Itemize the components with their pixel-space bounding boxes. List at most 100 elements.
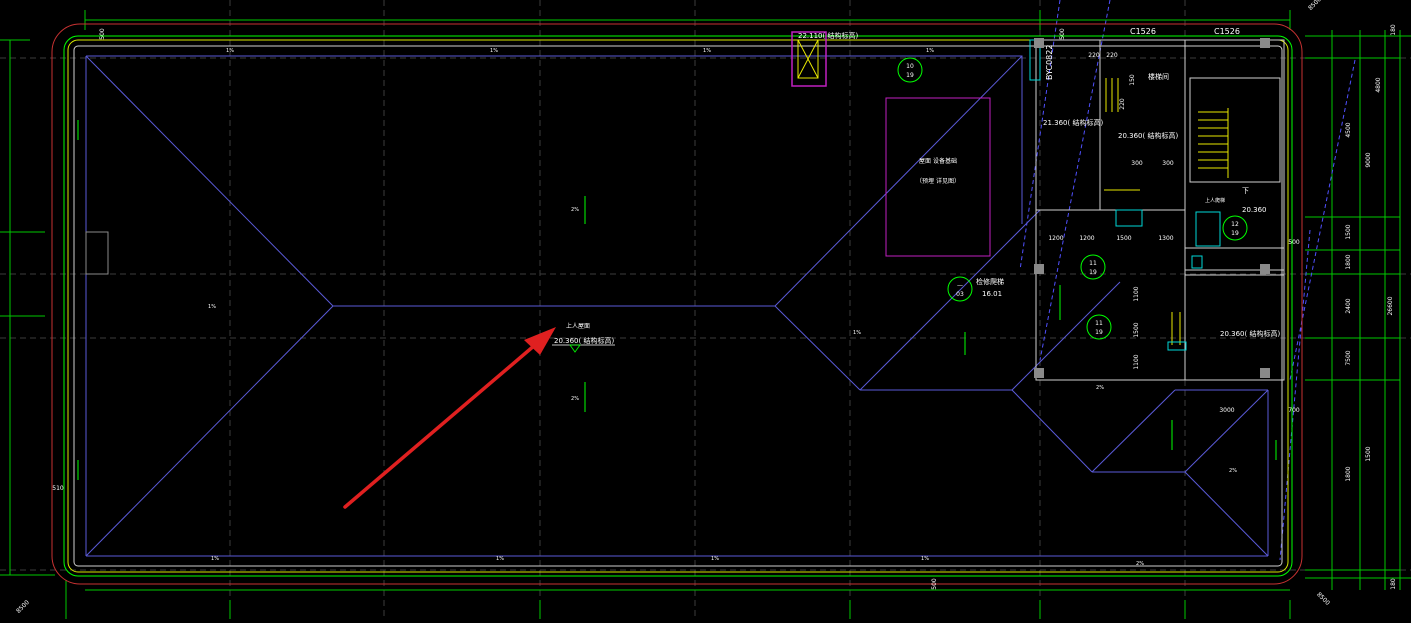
roof-hip-lines (85, 55, 1269, 557)
tag-5-top: — (957, 282, 963, 289)
stairs-down: 下 (1242, 187, 1249, 195)
slope-ticks (77, 120, 1277, 480)
tag-3-bot: 19 (1095, 329, 1103, 336)
stair-note: 楼梯间 (1148, 72, 1169, 81)
dim-i-7: 1100 (1133, 354, 1140, 369)
outer-outline-red (51, 23, 1303, 585)
room1-elev: 21.360( 结构标高) (1043, 118, 1103, 127)
slope-3: 1% (703, 48, 711, 54)
tag-5-bot: 03 (956, 291, 964, 298)
dim-i-12: 700 (1288, 407, 1300, 414)
grid-tags (897, 57, 1248, 340)
window-c1526-b: C1526 (1214, 27, 1240, 36)
slope-8: 2% (571, 396, 579, 402)
room3-elev: 20.360( 结构标高) (1220, 329, 1280, 338)
slope-11: 1% (211, 556, 219, 562)
dim-c-3: 510 (52, 485, 64, 492)
tag-3-top: 11 (1095, 320, 1103, 327)
equip-box-line2: （预埋 详见图） (916, 177, 960, 185)
dim-r-2: 4800 (1375, 77, 1382, 92)
parapet-inner (73, 45, 1283, 567)
dim-i-14: 220 (1119, 98, 1126, 110)
dim-r-5: 1500 (1345, 224, 1352, 239)
slope-7: 2% (571, 207, 579, 213)
slope-15: 2% (1136, 561, 1144, 567)
dim-c-1: 8500 (15, 599, 31, 615)
dim-r-10: 1500 (1365, 446, 1372, 461)
stair-treads (1104, 78, 1229, 345)
door-symbols (1029, 39, 1221, 351)
equipment-base (885, 97, 991, 257)
dim-i-5: 1100 (1133, 286, 1140, 301)
dim-top-1: 500 (99, 28, 106, 40)
slope-10: 2% (1229, 468, 1237, 474)
right-dims: 180 4800 4500 9000 1500 1800 2400 26600 … (1345, 24, 1397, 590)
dim-i-2: 1200 (1079, 235, 1094, 242)
outer-outline-yellow (67, 39, 1289, 573)
dim-r-11: 1800 (1345, 466, 1352, 481)
slope-14: 1% (921, 556, 929, 562)
dim-c-5: 8500 (1307, 0, 1323, 12)
tag-1-bot: 19 (906, 72, 914, 79)
tag-4-top: 12 (1231, 221, 1239, 228)
leader-lines (1019, 0, 1356, 561)
top-dims: 500 220 220 500 (99, 28, 1118, 59)
tag-2-top: 11 (1089, 260, 1097, 267)
main-roof-elev: 20.360( 结构标高) (554, 336, 614, 345)
dim-i-8: 3000 (1219, 407, 1234, 414)
dim-c-2: 500 (931, 578, 938, 590)
roof-note-elev: 16.01 (982, 290, 1002, 298)
dim-r-3: 4500 (1345, 122, 1352, 137)
left-opening (85, 231, 109, 275)
dim-c-4: 8500 (1315, 591, 1331, 607)
slope-1: 1% (226, 48, 234, 54)
dim-r-6: 1800 (1345, 254, 1352, 269)
slope-5: 1% (208, 304, 216, 310)
slope-4: 1% (926, 48, 934, 54)
dim-i-9: 300 (1131, 160, 1143, 167)
red-arrow (343, 327, 556, 509)
stair-core (1035, 39, 1285, 381)
inner-dims: 1200 1200 1500 1300 1100 1500 1100 3000 … (1048, 74, 1300, 414)
dim-i-11: 500 (1288, 239, 1300, 246)
main-roof-label: 上人屋面 (566, 322, 590, 330)
dim-top-4: 500 (1059, 28, 1066, 40)
slope-6: 1% (853, 330, 861, 336)
side-elev: 20.360 (1242, 206, 1267, 214)
slope-13: 1% (711, 556, 719, 562)
dim-i-13: 150 (1129, 74, 1136, 86)
roof-hatch (791, 31, 827, 87)
room2-elev: 20.360( 结构标高) (1118, 131, 1178, 140)
outer-outline-green (63, 35, 1293, 577)
dim-r-12: 180 (1390, 578, 1397, 590)
grid-tag-text: 10 19 11 19 11 19 12 19 — 03 (906, 63, 1239, 336)
dim-r-9: 7500 (1345, 350, 1352, 365)
slope-2: 1% (490, 48, 498, 54)
dim-top-3: 220 (1106, 52, 1118, 59)
dim-r-1: 180 (1390, 24, 1397, 36)
dim-i-6: 1500 (1133, 322, 1140, 337)
equip-box-line1: 屋面 设备基础 (919, 157, 957, 165)
dim-r-4: 9000 (1365, 152, 1372, 167)
dim-i-10: 300 (1162, 160, 1174, 167)
dimension-lines (0, 10, 1411, 619)
tag-4-bot: 19 (1231, 230, 1239, 237)
slope-9: 2% (1096, 385, 1104, 391)
roof-note: 检修爬梯 (976, 277, 1004, 286)
dim-i-3: 1500 (1116, 235, 1131, 242)
slope-12: 1% (496, 556, 504, 562)
columns (1034, 38, 1270, 378)
tag-1-top: 10 (906, 63, 914, 70)
stair-label2: 上人爬梯 (1205, 197, 1225, 204)
top-label-elev: 22.110( 结构标高) (798, 31, 858, 40)
window-v: BYC0822 (1045, 45, 1054, 80)
tag-2-bot: 19 (1089, 269, 1097, 276)
slope-labels: 1% 1% 1% 1% 1% 1% 2% 2% 2% 2% 1% 1% 1% 1… (208, 48, 1237, 567)
dim-r-8: 26600 (1387, 296, 1394, 315)
window-c1526-a: C1526 (1130, 27, 1156, 36)
dim-r-7: 2400 (1345, 298, 1352, 313)
dim-i-4: 1300 (1158, 235, 1173, 242)
